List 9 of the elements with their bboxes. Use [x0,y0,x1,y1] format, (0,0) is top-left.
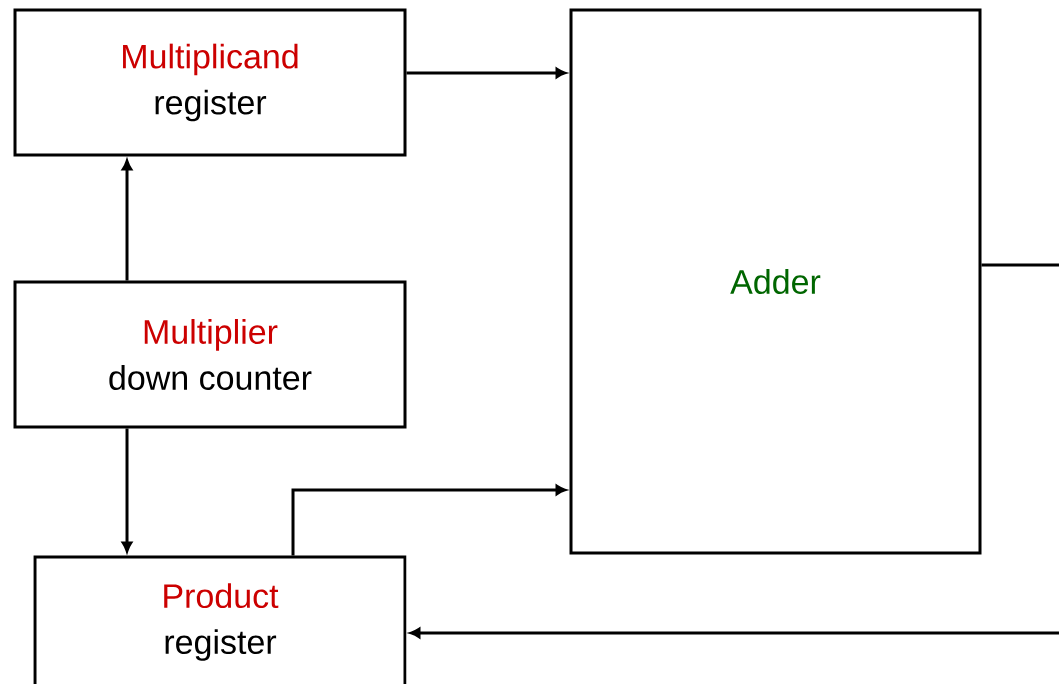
adder-box: Adder [569,8,982,555]
arrow [406,67,567,79]
arrow [291,484,567,556]
register-box: Multiplicand register [13,8,407,157]
register-box: Product register [33,555,407,684]
arrow [121,159,133,281]
arrow [121,428,133,553]
counter-box: Multiplier down counter [13,280,407,429]
arrow [409,263,1059,639]
